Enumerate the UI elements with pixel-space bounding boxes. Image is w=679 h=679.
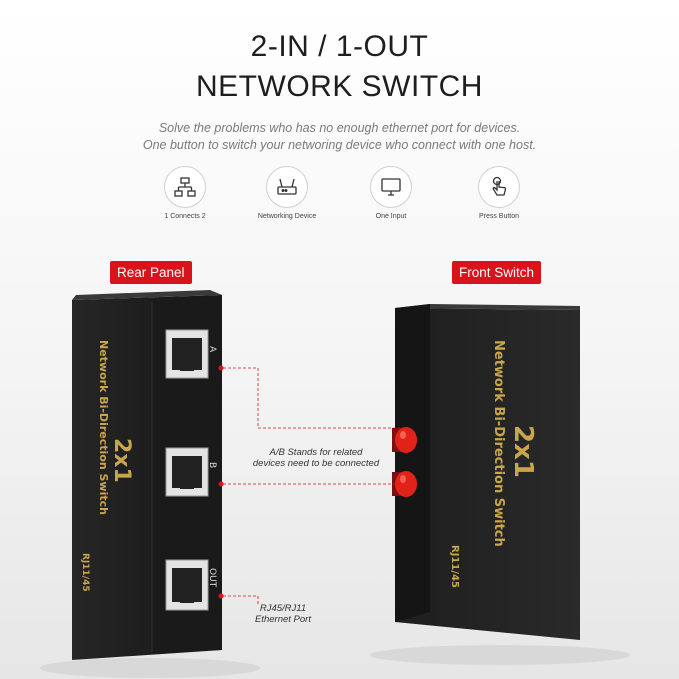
- connector-lines: [223, 367, 400, 604]
- feature-press-button: Press Button: [454, 166, 544, 220]
- front-switch-badge: Front Switch: [452, 261, 542, 284]
- feature-one-input: One Input: [346, 166, 436, 220]
- port-a-label: A: [207, 346, 217, 353]
- rear-brand-line3: RJ11/45: [80, 553, 90, 592]
- network-tree-icon: [164, 166, 206, 208]
- router-icon: [266, 166, 308, 208]
- rear-panel-badge: Rear Panel: [110, 261, 192, 284]
- rear-brand-line2: Network Bi-Direction Switch: [97, 340, 110, 515]
- rear-brand-line1: 2x1: [109, 438, 134, 483]
- front-brand-line2: Network Bi-Direction Switch: [491, 340, 506, 547]
- feature-networking-device: Networking Device: [242, 166, 332, 220]
- rear-panel-device: [72, 290, 224, 660]
- front-switch-device: [392, 304, 580, 640]
- port-b: [165, 447, 209, 497]
- ab-annotation: A/B Stands for related devices need to b…: [252, 447, 380, 469]
- touch-hand-icon: [478, 166, 520, 208]
- front-brand-line1: 2x1: [508, 425, 538, 478]
- subtitle-line1: Solve the problems who has no enough eth…: [158, 121, 521, 135]
- front-brand-line3: RJ11/45: [449, 545, 460, 588]
- button-b[interactable]: [392, 471, 417, 497]
- feature-1-connects-2: 1 Connects 2: [140, 166, 230, 220]
- port-a: [165, 329, 209, 379]
- monitor-icon: [370, 166, 412, 208]
- port-annotation: RJ45/RJ11 Ethernet Port: [255, 603, 311, 625]
- button-a[interactable]: [392, 427, 417, 453]
- port-b-label: B: [207, 462, 217, 469]
- subtitle-line2: One button to switch your networing devi…: [142, 138, 537, 152]
- title-line2: NETWORK SWITCH: [196, 70, 483, 103]
- port-out: [165, 559, 209, 611]
- title-line1: 2-IN / 1-OUT: [250, 30, 429, 63]
- port-out-label: OUT: [207, 568, 217, 588]
